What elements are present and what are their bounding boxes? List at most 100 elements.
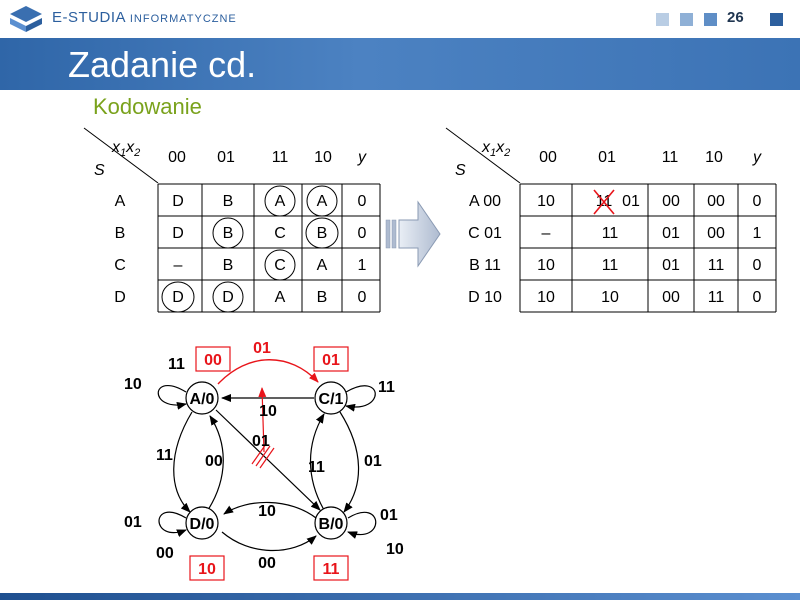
node-a-label: A/0 bbox=[190, 391, 215, 408]
table1-corner-state: S bbox=[94, 162, 105, 179]
header-square-2 bbox=[680, 13, 693, 26]
table1-cell: D bbox=[172, 193, 184, 210]
table1-cell: B bbox=[317, 225, 328, 242]
table1-cell: B bbox=[317, 289, 328, 306]
edge-label: 01 bbox=[364, 453, 382, 470]
table1-row-label: C bbox=[114, 257, 126, 274]
table2-cell: 0 bbox=[753, 257, 762, 274]
svg-text:10: 10 bbox=[198, 561, 216, 578]
edge-d-self bbox=[158, 511, 187, 537]
slide-title: Zadanie cd. bbox=[68, 44, 257, 85]
node-d: D/0 bbox=[185, 506, 219, 540]
edge-label: 11 bbox=[378, 379, 395, 396]
edge-d-to-a-inner bbox=[207, 415, 224, 511]
edge-label: 01 bbox=[124, 514, 142, 531]
edge-label: 11 bbox=[168, 356, 185, 373]
edge-label: 00 bbox=[156, 545, 174, 562]
code-box-c: 01 bbox=[313, 346, 349, 372]
page-number: 26 bbox=[727, 9, 744, 26]
table2-cell: 11 bbox=[708, 289, 725, 306]
edge-label: 00 bbox=[205, 453, 223, 470]
table1-cell: 0 bbox=[358, 193, 367, 210]
table1-cell: A bbox=[317, 257, 328, 274]
table1-cell: A bbox=[317, 193, 328, 210]
footer-bar bbox=[0, 593, 800, 600]
coded-state-table: x1x2 S 00 01 11 10 y A 00 C 01 B 11 D 10… bbox=[445, 127, 777, 313]
table2-cell: 10 bbox=[537, 193, 555, 210]
table1-cell: B bbox=[223, 193, 234, 210]
code-box-d: 10 bbox=[189, 555, 225, 581]
table2-col-header: 01 bbox=[598, 149, 616, 166]
table2-cell: 01 bbox=[662, 225, 680, 242]
strike-marks bbox=[251, 443, 275, 469]
state-table: x1x2 S 00 01 11 10 y A B C D D B A A 0 D… bbox=[83, 127, 381, 313]
logo-icon bbox=[10, 6, 42, 32]
edge-a-to-c-red bbox=[217, 359, 319, 385]
table1-row-label: D bbox=[114, 289, 126, 306]
table1-row-label: B bbox=[115, 225, 126, 242]
header-square-1 bbox=[656, 13, 669, 26]
node-d-label: D/0 bbox=[190, 516, 215, 533]
code-box-a: 00 bbox=[195, 346, 231, 372]
table1-corner-diagonal bbox=[83, 127, 159, 184]
svg-text:01: 01 bbox=[322, 352, 340, 369]
edge-label: 11 bbox=[156, 447, 173, 464]
state-graph: A/0 C/1 D/0 B/0 00 01 10 11 bbox=[124, 340, 404, 581]
table2-cell: 10 bbox=[537, 289, 555, 306]
svg-text:11: 11 bbox=[323, 561, 340, 578]
edge-a-to-b bbox=[215, 409, 321, 511]
table1-row-label: A bbox=[115, 193, 126, 210]
table2-cell: 10 bbox=[537, 257, 555, 274]
table1-col-header: 11 bbox=[272, 149, 289, 166]
table1-cell: 0 bbox=[358, 289, 367, 306]
table1-cell: B bbox=[223, 225, 234, 242]
table2-row-label: D 10 bbox=[468, 289, 502, 306]
red-pointer-arrow bbox=[258, 387, 267, 453]
table2-cell-correction: 01 bbox=[622, 193, 640, 210]
node-b: B/0 bbox=[314, 506, 348, 540]
table1-corner-inputs: x1x2 bbox=[111, 139, 140, 159]
table2-col-header: y bbox=[752, 149, 762, 166]
highlight-circles bbox=[161, 185, 339, 313]
table2-cell: 1 bbox=[753, 225, 762, 242]
edge-b-to-d-top bbox=[223, 501, 317, 519]
edge-label: 10 bbox=[386, 541, 404, 558]
edge-d-to-b-bottom bbox=[221, 531, 317, 552]
cross-out-icon bbox=[593, 189, 615, 215]
table2-cell: 11 bbox=[708, 257, 725, 274]
edge-label-red: 01 bbox=[253, 340, 271, 357]
table2-cell: 00 bbox=[662, 193, 680, 210]
table2-row-label: C 01 bbox=[468, 225, 502, 242]
edge-a-self bbox=[157, 385, 187, 410]
table1-col-header: 10 bbox=[314, 149, 332, 166]
header-square-4 bbox=[770, 13, 783, 26]
edge-label: 10 bbox=[258, 503, 276, 520]
table2-cell: 0 bbox=[753, 289, 762, 306]
right-arrow-icon bbox=[385, 200, 441, 268]
header-bar: E-STUDIA INFORMATYCZNE 26 bbox=[0, 0, 800, 38]
edge-c-self bbox=[345, 385, 376, 412]
table2-col-header: 00 bbox=[539, 149, 557, 166]
table1-col-header: y bbox=[357, 149, 367, 166]
code-box-b: 11 bbox=[313, 555, 349, 581]
table2-col-header: 10 bbox=[705, 149, 723, 166]
edge-label: 00 bbox=[258, 555, 276, 572]
table1-cell: A bbox=[275, 193, 286, 210]
table2-row-label: B 11 bbox=[469, 257, 501, 274]
slide-subtitle: Kodowanie bbox=[93, 94, 202, 119]
table2-row-label: A 00 bbox=[469, 193, 501, 210]
table2-cell: 0 bbox=[753, 193, 762, 210]
node-c-label: C/1 bbox=[319, 391, 344, 408]
node-a: A/0 bbox=[185, 381, 219, 415]
title-bar: Zadanie cd. bbox=[0, 38, 800, 90]
edge-label: 01 bbox=[380, 507, 398, 524]
edge-label: 01 bbox=[252, 433, 270, 450]
table1-cell: B bbox=[223, 257, 234, 274]
table2-cell: 10 bbox=[601, 289, 619, 306]
table1-cell: A bbox=[275, 289, 286, 306]
edge-label: 10 bbox=[124, 376, 142, 393]
table1-cell: D bbox=[172, 289, 184, 306]
table2-cell: 00 bbox=[662, 289, 680, 306]
table2-cell: 00 bbox=[707, 225, 725, 242]
